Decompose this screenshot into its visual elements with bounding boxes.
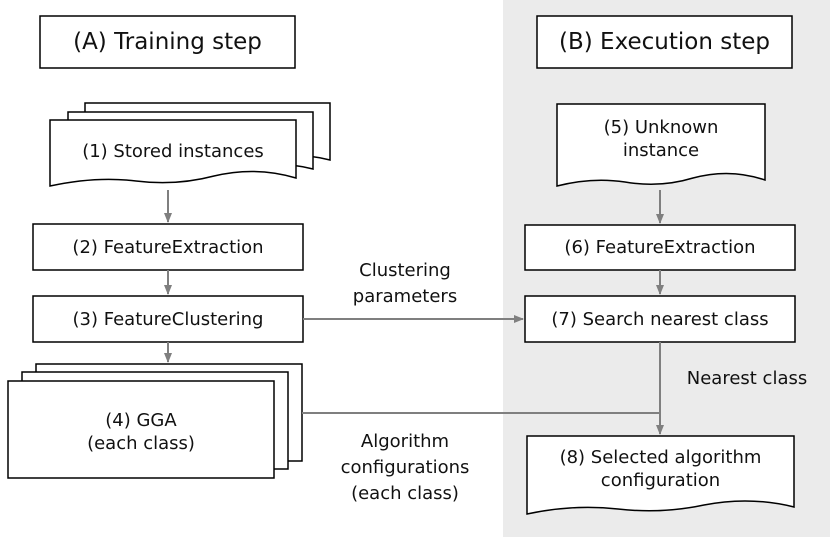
training-header-box	[39, 15, 296, 69]
gga-label: (4) GGA (each class)	[87, 410, 195, 454]
feature-extraction-b-label: (6) FeatureExtraction	[564, 237, 756, 258]
execution-header-box	[536, 15, 793, 69]
feature-extraction-a-label: (2) FeatureExtraction	[72, 236, 264, 258]
clustering-parameters-label: Clustering parameters	[352, 260, 458, 307]
search-nearest-box	[524, 295, 796, 343]
feature-extraction-a-box	[32, 223, 304, 271]
unknown-instance-label: (5) Unknown instance	[603, 117, 719, 161]
execution-step-header: (B) Execution step	[559, 28, 770, 55]
search-nearest-label: (7) Search nearest class	[551, 308, 769, 330]
feature-clustering-label: (3) FeatureClustering	[72, 308, 264, 330]
gga-box-front	[7, 380, 275, 479]
nearest-class-label: Nearest class	[686, 368, 808, 389]
selected-config-doc	[526, 435, 795, 515]
feature-extraction-b-box	[524, 224, 796, 271]
algorithm-configurations-label: Algorithm configurations (each class)	[340, 431, 470, 504]
training-step-header: (A) Training step	[73, 28, 262, 55]
stored-instances-label: (1) Stored instances	[82, 140, 264, 162]
selected-config-label: (8) Selected algorithm configuration	[559, 447, 762, 491]
feature-clustering-box	[32, 295, 304, 343]
unknown-instance-doc	[556, 103, 766, 187]
stored-instances-doc-front	[49, 119, 297, 187]
